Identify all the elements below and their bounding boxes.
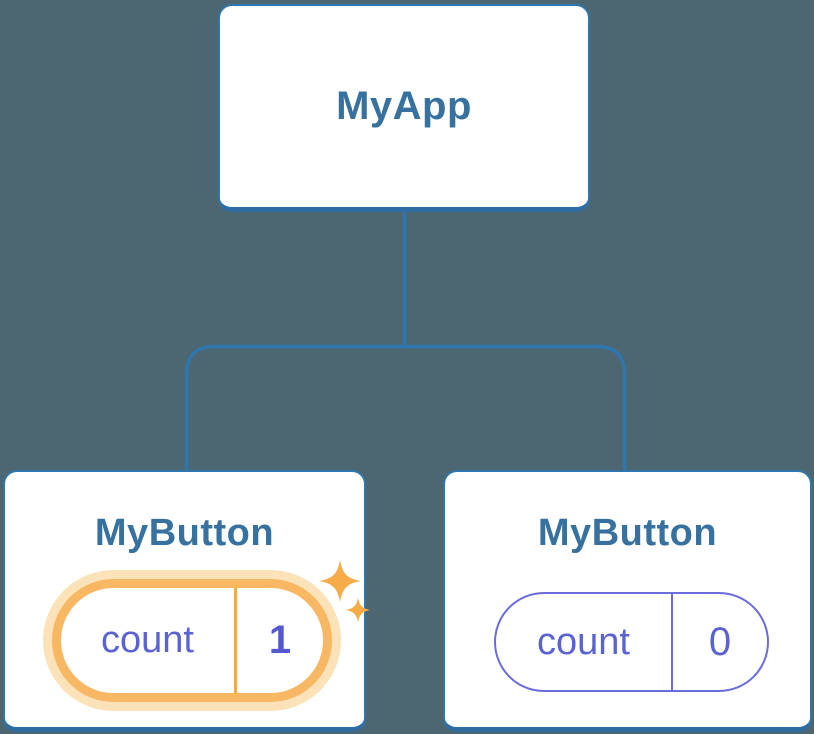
component-node-mybutton-updated: MyButton count 1 <box>3 470 371 732</box>
state-pill: count 0 <box>494 592 769 692</box>
component-name-label: MyButton <box>94 512 275 554</box>
state-pill-highlighted: count 1 <box>52 579 332 702</box>
component-name-label: MyButton <box>537 512 718 554</box>
connector-branch <box>184 344 627 472</box>
state-key-label: count <box>496 594 673 690</box>
state-value: 1 <box>268 618 292 662</box>
component-name-label: MyApp <box>336 84 472 128</box>
component-node-myapp: MyApp <box>218 4 590 212</box>
sparkle-large <box>319 560 361 602</box>
state-key-label: count <box>61 588 237 693</box>
component-node-mybutton-idle: MyButton count 0 <box>443 470 812 732</box>
sparkle-small <box>345 597 371 623</box>
state-value: 0 <box>708 619 732 664</box>
sparkle-icon <box>319 560 371 623</box>
